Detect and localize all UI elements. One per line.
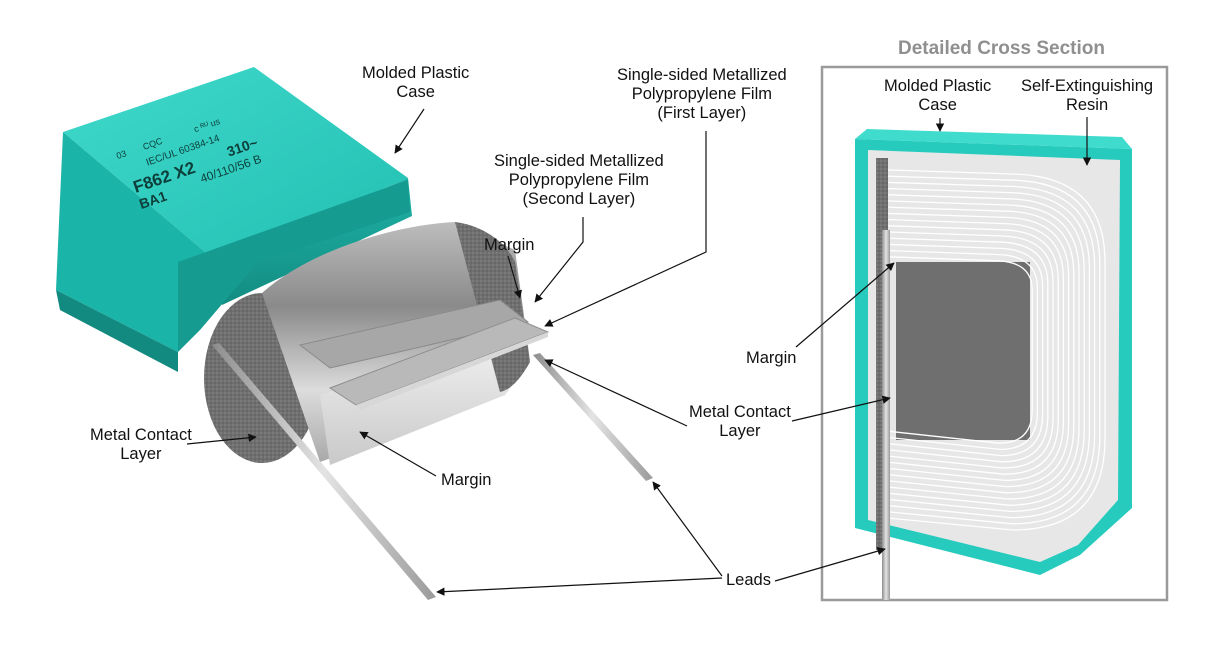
label-cs-molded-plastic-case: Molded Plastic Case (884, 77, 992, 114)
cross-section-winding-layer (887, 187, 1091, 513)
cross-section-winding-layer (887, 212, 1070, 488)
leader-leads-left (436, 577, 723, 596)
leader-margin-bottom (359, 431, 437, 477)
metallized-films (298, 299, 550, 410)
cross-section-title: Detailed Cross Section (898, 38, 1105, 59)
label-cs-self-extinguishing-resin: Self-Extinguishing Resin (1021, 77, 1154, 114)
leader-molded-case (394, 108, 425, 154)
cross-section-winding-core (896, 262, 1030, 440)
cross-section-lead (882, 230, 890, 600)
leader-lines (186, 108, 1092, 596)
leader-metal-contact-left (186, 433, 257, 445)
cross-section-winding-layer (887, 243, 1044, 457)
lead-right (533, 353, 653, 481)
leader-leads-right (652, 481, 723, 577)
leader-film-first (544, 131, 707, 327)
label-molded-plastic-case: Molded Plastic Case (362, 64, 470, 101)
cross-section-winding-layer (887, 200, 1080, 500)
cross-section-winding-layer (887, 175, 1101, 525)
lead-left (212, 343, 436, 600)
cross-section-winding-layer (887, 225, 1059, 475)
label-cs-margin: Margin (746, 349, 797, 367)
leader-margin-top (507, 255, 522, 299)
label-margin-bottom: Margin (441, 471, 492, 489)
cross-section-winding-layer (887, 169, 1106, 531)
label-film-first-layer: Single-sided Metallized Polypropylene Fi… (617, 66, 787, 122)
cross-section-winding-layer (887, 194, 1085, 506)
leads (212, 343, 653, 600)
cross-section-winding-layer (887, 249, 1039, 451)
label-metal-contact-right: Metal Contact Layer (689, 403, 791, 440)
label-film-second-layer: Single-sided Metallized Polypropylene Fi… (494, 152, 664, 208)
leader-cs-metal-contact (791, 395, 891, 422)
cross-section-winding-layer (887, 237, 1049, 463)
cross-section-winding-layer (887, 218, 1065, 482)
leader-film-second (534, 217, 584, 303)
leader-metal-contact-right (544, 359, 688, 427)
logo-enec: 03 (115, 148, 128, 161)
label-leads: Leads (726, 571, 771, 589)
cross-section-drawing (855, 129, 1132, 600)
cross-section-winding-layer (887, 206, 1075, 494)
label-metal-contact-left: Metal Contact Layer (90, 426, 192, 463)
label-margin-top: Margin (484, 236, 535, 254)
leader-cs-margin (795, 262, 895, 348)
leader-leads-cs (774, 547, 886, 582)
molded-plastic-case (56, 67, 412, 372)
cross-section-frame (820, 65, 1169, 602)
cross-section-winding-layer (887, 231, 1054, 469)
cross-section-winding-layer (887, 181, 1096, 519)
film-second-layer (298, 299, 530, 369)
cross-section-winding-layer (887, 256, 1033, 444)
cross-section-winding (887, 169, 1106, 531)
